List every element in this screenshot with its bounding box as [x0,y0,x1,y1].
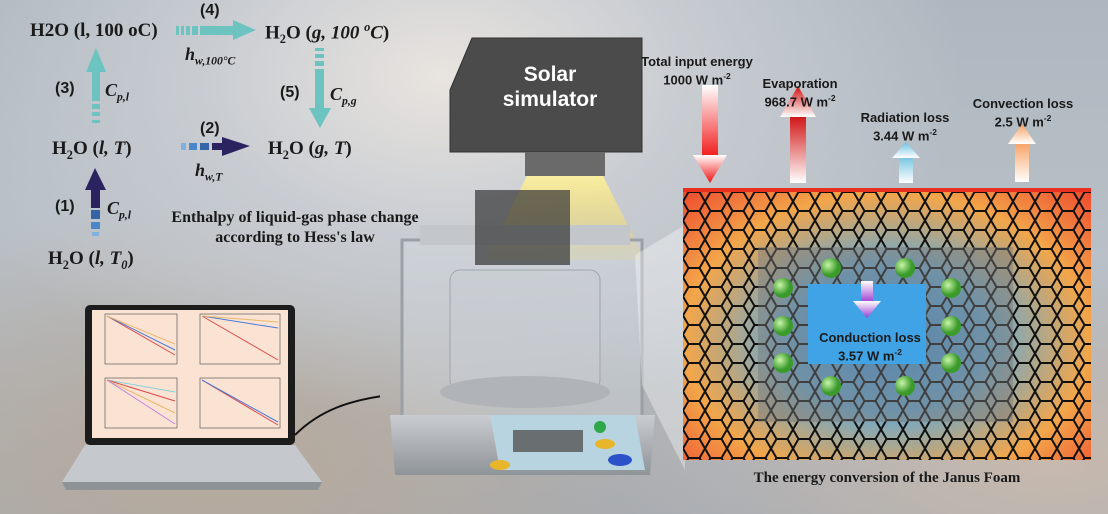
cp-liquid-3: Cp,l [105,80,130,104]
foam-overlay [773,258,961,396]
convection-text: Convection loss [972,96,1074,111]
state-gas-t: H2O (g, T) [268,138,352,162]
solar-line1: Solar [523,63,577,86]
foam-caption: The energy conversion of the Janus Foam [753,470,1021,486]
arrow-step-5 [309,48,331,128]
input-value: 1000 W m-2 [663,71,731,88]
hess-caption-line2: according to Hess's law [215,229,375,246]
solar-line2: simulator [502,88,598,111]
conduction-arrow [853,281,881,318]
arrow-step-1 [85,168,106,236]
step-4-label: (4) [200,2,220,19]
hess-arrows [85,20,331,236]
hw-100c: hw,100°C [185,44,236,68]
step-5-label: (5) [280,84,300,101]
radiation-arrow [892,142,920,183]
radiation-value: 3.44 W m-2 [873,127,937,144]
state-gas-100c: H2O (g, 100 oC) [265,20,390,47]
cp-liquid-1: Cp,l [107,198,132,222]
convection-arrow [1008,124,1036,182]
janus-foam-panel [683,188,1091,460]
view-beam [635,225,685,470]
state-liquid-100c: H2O (l, 100 oC) [30,20,158,41]
hess-caption-line1: Enthalpy of liquid-gas phase change [171,209,419,226]
foam-network [683,192,1091,460]
apparatus [390,37,685,475]
laptop-keyboard [62,445,322,482]
laptop [62,305,380,490]
evaporation-value: 968.7 W m-2 [764,93,836,110]
input-energy-arrow [693,85,727,183]
evaporation-arrow [780,86,816,183]
conduction-label: Conduction loss [819,330,921,345]
evaporation-text: Evaporation [762,76,838,91]
state-liquid-t0: H2O (l, T0) [48,248,134,272]
energy-arrows [693,85,1036,183]
balance-display [513,430,583,452]
conduction-value: 3.57 W m-2 [838,347,902,364]
laptop-screen [92,310,288,438]
foam-sample [475,190,570,265]
arrow-step-3 [86,48,106,123]
solar-simulator-lamp [525,152,605,176]
state-liquid-t: H2O (l, T) [52,138,132,162]
green-particles [773,258,961,396]
step-2-label: (2) [200,120,220,137]
cp-gas-5: Cp,g [330,84,357,108]
hess-caption: Enthalpy of liquid-gas phase change accor… [150,208,440,248]
arrow-step-2 [181,137,250,156]
arrow-step-4 [176,20,256,40]
convection-value: 2.5 W m-2 [994,113,1052,130]
conduction-loss-label: Conduction loss 3.57 W m-2 [810,330,930,363]
evaporation-label: Evaporation 968.7 W m-2 [745,76,855,109]
radiation-text: Radiation loss [860,110,950,125]
step-3-label: (3) [55,80,75,97]
usb-cable [294,395,380,436]
input-energy-label: Total input energy 1000 W m-2 [632,54,762,87]
hw-t: hw,T [195,160,223,184]
step-1-label: (1) [55,198,75,215]
input-label: Total input energy [641,54,753,69]
radiation-label: Radiation loss 3.44 W m-2 [850,110,960,143]
convection-label: Convection loss 2.5 W m-2 [963,96,1083,129]
